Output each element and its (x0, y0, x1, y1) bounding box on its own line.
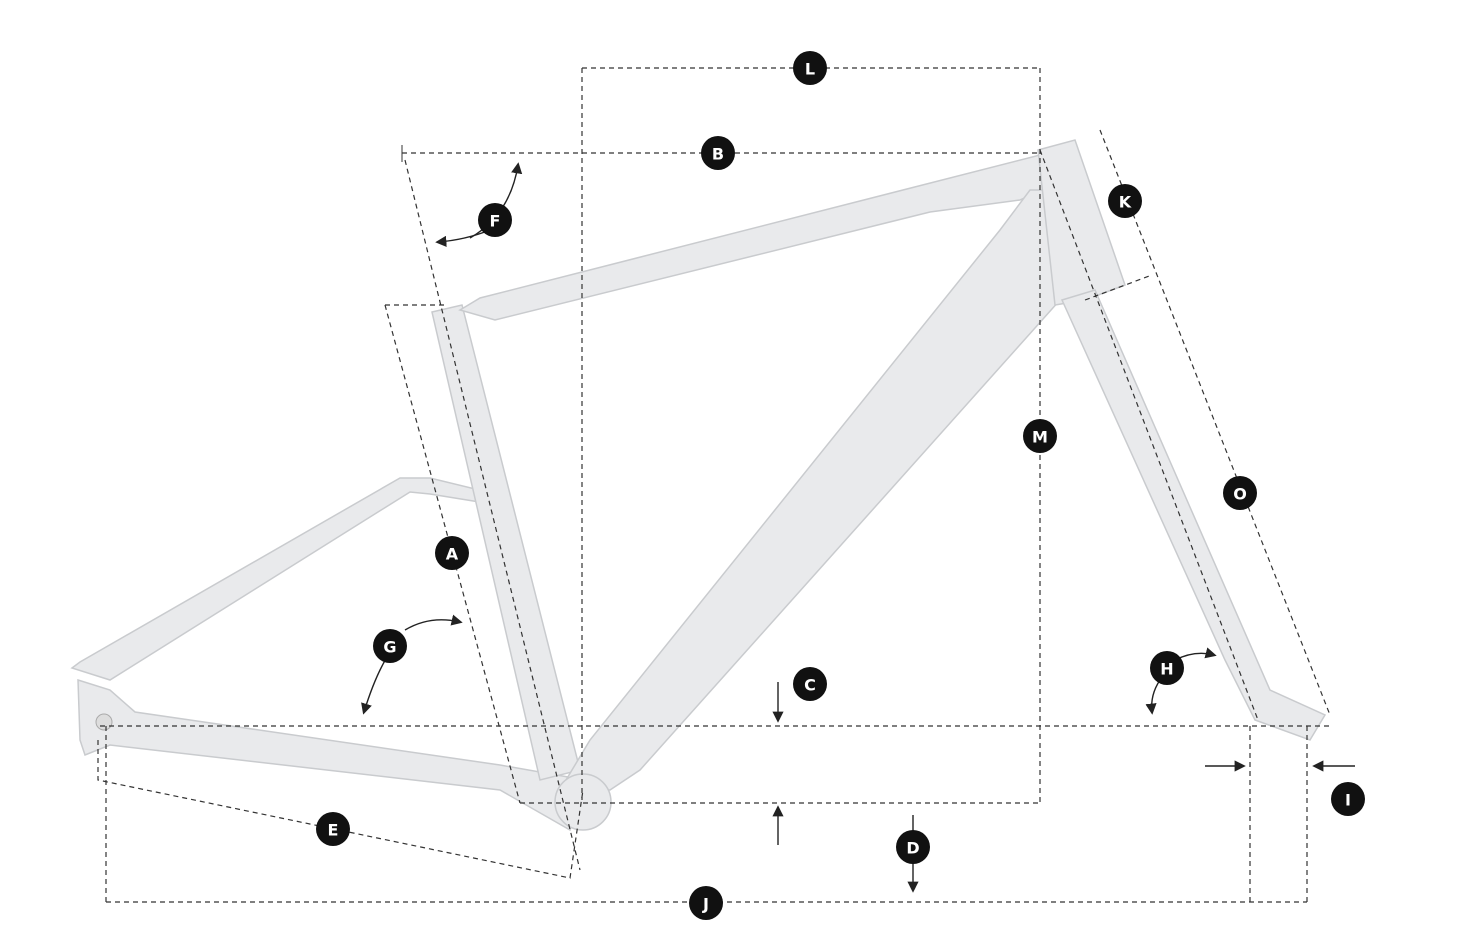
dimension-label-a: A (435, 536, 469, 570)
seat-stay (70, 477, 501, 681)
dimension-label-m: M (1023, 419, 1057, 453)
label-badge (1023, 419, 1057, 453)
label-letter: J (702, 895, 709, 914)
label-letter: D (906, 839, 919, 858)
dimension-label-h: H (1150, 651, 1184, 685)
label-badge (435, 536, 469, 570)
label-badge (478, 203, 512, 237)
dimension-label-g: G (373, 629, 407, 663)
label-letter: H (1160, 660, 1173, 679)
dimension-label-k: K (1108, 184, 1142, 218)
bottom-bracket (554, 773, 612, 831)
chain-stay (77, 678, 586, 832)
label-letter: G (383, 638, 396, 657)
label-badge (793, 51, 827, 85)
dimension-label-f: F (478, 203, 512, 237)
dimension-label-c: C (793, 667, 827, 701)
label-badge (701, 136, 735, 170)
fork (1060, 289, 1327, 741)
label-letter: F (490, 212, 501, 231)
label-badge (793, 667, 827, 701)
label-letter: M (1032, 428, 1048, 447)
label-letter: K (1119, 193, 1132, 212)
label-letter: B (712, 145, 724, 164)
label-letter: I (1345, 791, 1351, 810)
label-badge (1108, 184, 1142, 218)
label-letter: L (805, 60, 815, 79)
label-badge (1331, 782, 1365, 816)
label-letter: C (804, 676, 816, 695)
label-badge (1223, 476, 1257, 510)
dimension-label-o: O (1223, 476, 1257, 510)
label-badge (316, 812, 350, 846)
label-letter: E (328, 821, 339, 840)
label-letter: A (446, 545, 459, 564)
dimension-label-b: B (701, 136, 735, 170)
dimension-label-l: L (793, 51, 827, 85)
dimension-labels: A B C D E F G H I J K L M O (316, 51, 1365, 920)
label-letter: O (1233, 485, 1247, 504)
dimension-label-d: D (896, 830, 930, 864)
dimension-label-j: J (689, 886, 723, 920)
label-badge (373, 629, 407, 663)
label-badge (689, 886, 723, 920)
label-badge (1150, 651, 1184, 685)
label-badge (896, 830, 930, 864)
dimension-label-e: E (316, 812, 350, 846)
rear-axle (95, 713, 113, 731)
bike-frame (70, 139, 1327, 832)
dimension-label-i: I (1331, 782, 1365, 816)
